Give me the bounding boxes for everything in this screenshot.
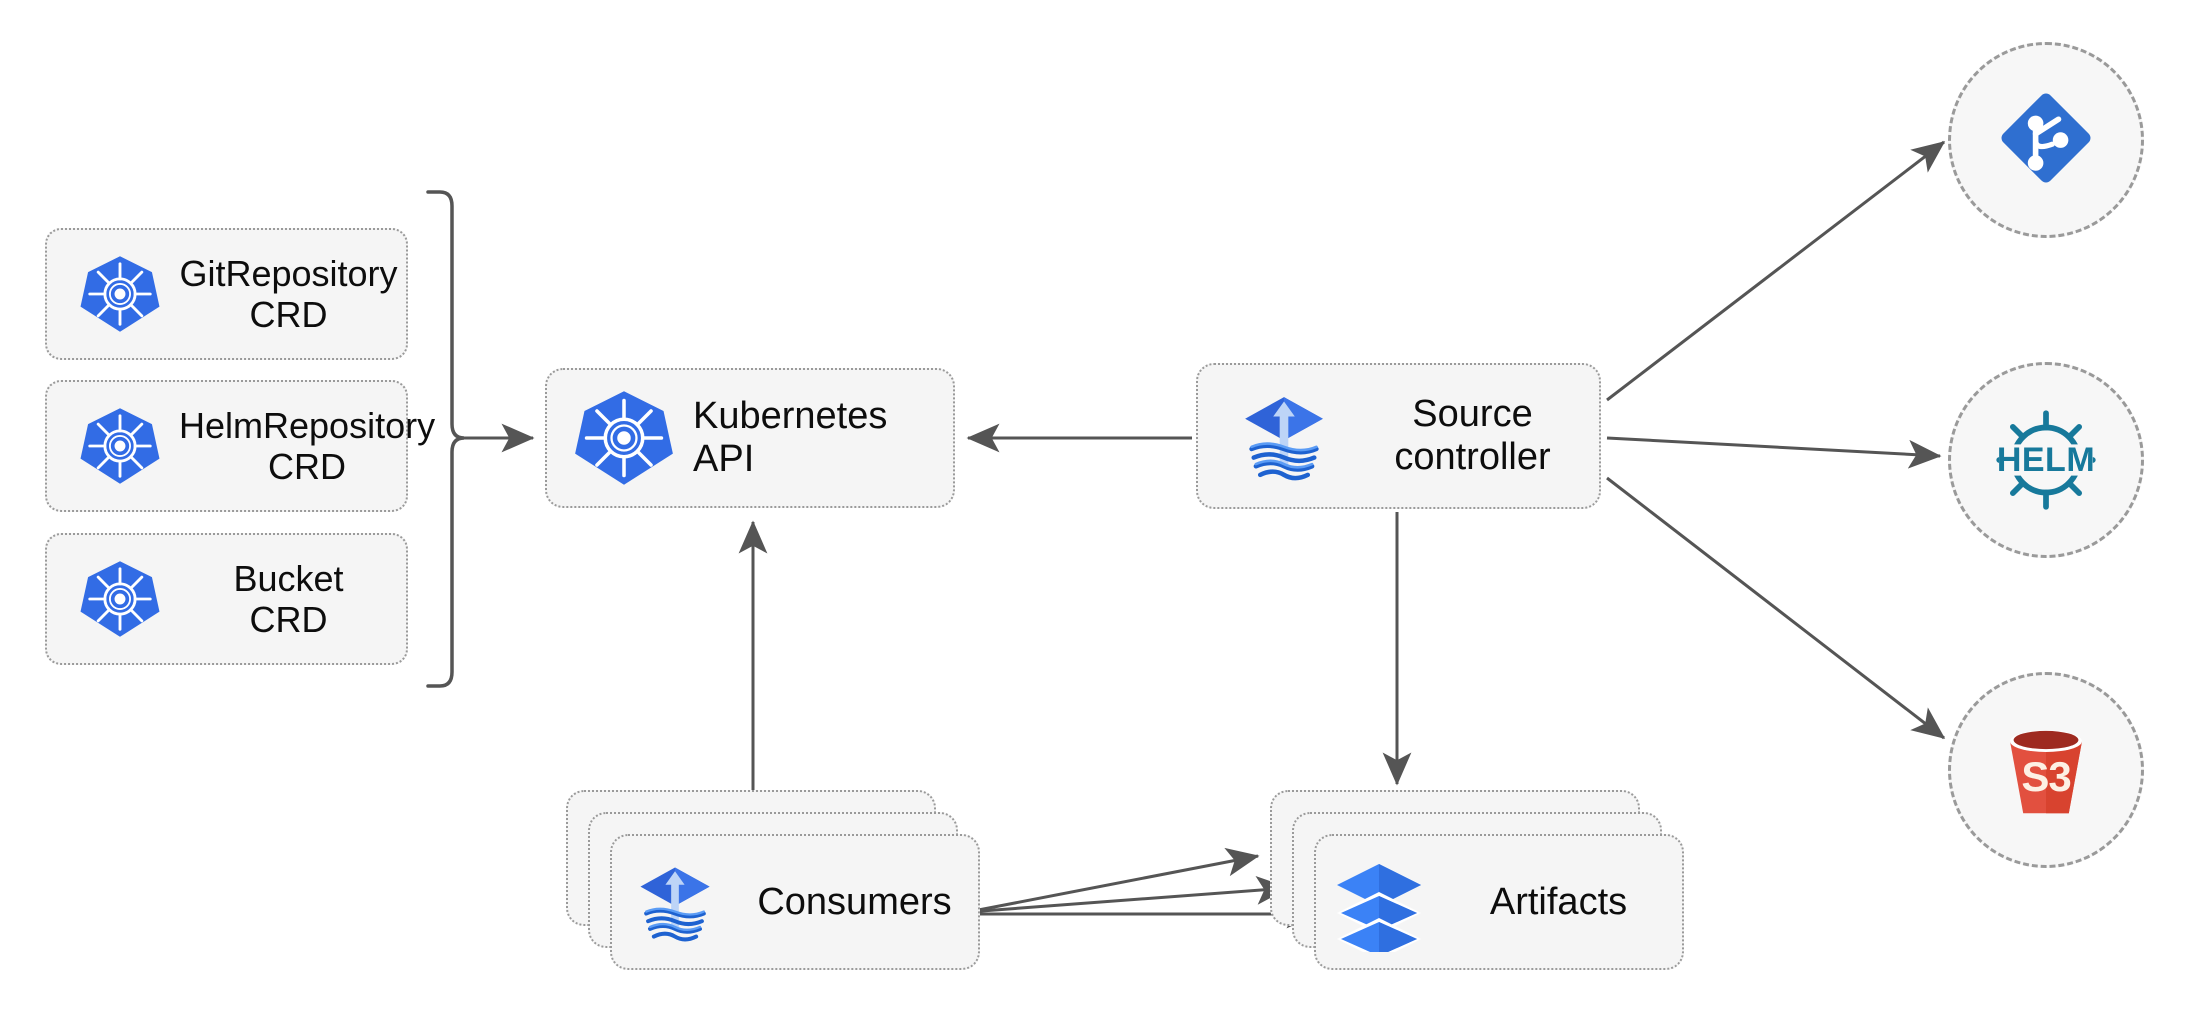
gitrepository-crd-node[interactable]: GitRepository CRD [45,228,408,360]
arrow-source-controller-to-s3 [1606,476,1946,740]
source-controller-label: Source controller [1394,392,1551,478]
artifacts-node[interactable]: Artifacts [1270,790,1684,970]
kubernetes-icon [547,386,689,490]
consumers-node[interactable]: Consumers [566,790,980,970]
arrow-consumers-to-artifacts-top [967,847,1260,914]
arrow-source-controller-to-helm [1606,436,1942,469]
kubernetes-api-label: Kubernetes API [693,394,888,480]
helmrepository-crd-label: HelmRepository CRD [179,404,436,487]
consumers-label: Consumers [757,880,952,923]
artifacts-stack-front[interactable]: Artifacts [1314,834,1684,970]
kubernetes-icon [47,557,179,641]
kubernetes-icon [47,252,179,336]
kubernetes-api-node[interactable]: Kubernetes API [545,368,955,508]
bucket-crd-label: Bucket CRD [233,557,344,640]
kubernetes-icon [47,404,179,488]
git-icon [1994,86,2098,195]
helm-source-node[interactable]: HELM [1948,362,2144,558]
source-controller-node[interactable]: Source controller [1196,363,1601,509]
helm-wordmark: HELM [1996,440,2096,479]
arrow-source-controller-to-git [1606,140,1946,402]
s3-icon: S3 [1986,710,2106,830]
gitrepository-crd-label: GitRepository CRD [179,252,398,335]
flux-source-icon [612,854,737,950]
helm-icon: HELM [1981,395,2111,525]
helmrepository-crd-node[interactable]: HelmRepository CRD [45,380,435,512]
artifacts-label: Artifacts [1489,880,1628,923]
bucket-crd-node[interactable]: Bucket CRD [45,533,408,665]
git-source-node[interactable] [1948,42,2144,238]
flux-source-icon [1198,382,1354,490]
layers-icon [1316,852,1441,952]
s3-wordmark: S3 [2021,753,2071,800]
s3-source-node[interactable]: S3 [1948,672,2144,868]
consumers-stack-front[interactable]: Consumers [610,834,980,970]
arrow-consumers-to-artifacts-middle [967,875,1290,914]
